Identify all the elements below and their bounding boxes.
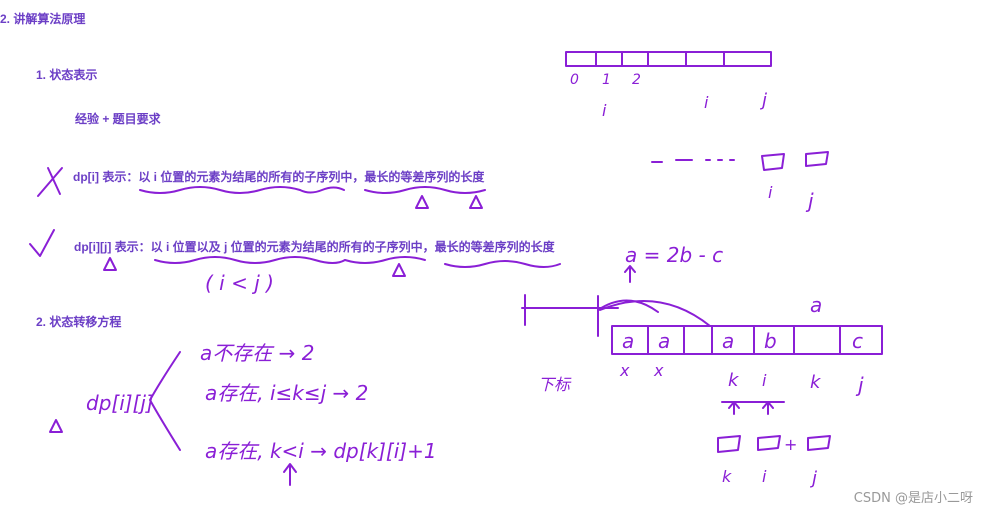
state-def-2: dp[i][j] 表示：以 i 位置以及 j 位置的元素为结尾的所有的子序列中，… — [74, 240, 555, 254]
delta-4 — [392, 263, 406, 277]
subscript-label: 下标 — [538, 375, 572, 394]
svg-text:k: k — [728, 370, 740, 391]
svg-text:x: x — [619, 361, 630, 380]
svg-text:c: c — [852, 329, 863, 353]
formula: a = 2b - c — [625, 243, 723, 267]
svg-text:a: a — [622, 329, 634, 353]
delta-1 — [415, 195, 429, 209]
arrow-up-k — [283, 463, 297, 486]
svg-text:j: j — [855, 373, 864, 397]
arc-2 — [599, 300, 711, 327]
underline-def1-c — [364, 186, 486, 194]
brace — [149, 351, 181, 451]
case-2: a存在, i≤k≤j → 2 — [205, 381, 368, 405]
top-array — [565, 51, 772, 67]
svg-text:k: k — [810, 372, 822, 393]
small-box-j — [805, 151, 829, 167]
watermark: CSDN @是店小二呀 — [853, 491, 973, 506]
underline-def1-a — [139, 186, 301, 194]
underline-def2-c — [444, 260, 561, 268]
svg-text:0: 0 — [570, 72, 579, 88]
svg-text:i: i — [768, 183, 773, 202]
small-box-j2 — [807, 435, 831, 451]
small-box-k — [717, 435, 741, 453]
state-hint: 经验 + 题目要求 — [75, 112, 161, 126]
cross-mark — [37, 167, 63, 197]
svg-text:a: a — [658, 329, 670, 353]
svg-text:a: a — [722, 329, 734, 353]
case-3: a存在, k<i → dp[k][i]+1 — [205, 439, 437, 463]
svg-text:k: k — [722, 467, 732, 486]
svg-text:2: 2 — [632, 72, 641, 88]
check-mark — [29, 229, 55, 257]
svg-text:j: j — [759, 90, 767, 111]
svg-text:j: j — [809, 468, 817, 489]
ij-note: ( i < j ) — [205, 271, 274, 295]
left-bar — [521, 294, 619, 337]
svg-text:i: i — [602, 101, 607, 120]
svg-text:i: i — [762, 467, 767, 486]
arrows-k-i — [721, 401, 785, 415]
small-box-i — [761, 153, 785, 171]
svg-text:x: x — [653, 361, 664, 380]
svg-text:+: + — [784, 435, 797, 454]
svg-text:1: 1 — [602, 72, 611, 88]
transition-title: 2. 状态转移方程 — [36, 315, 122, 329]
arrow-up-formula — [624, 265, 636, 283]
underline-def2-a — [154, 256, 346, 264]
underline-def2-b — [344, 256, 426, 264]
svg-text:i: i — [704, 93, 709, 112]
dp-ij-label: dp[i][j] — [86, 391, 154, 415]
state-def-1: dp[i] 表示：以 i 位置的元素为结尾的所有的子序列中，最长的等差序列的长度 — [73, 170, 485, 184]
small-box-i2 — [757, 435, 781, 451]
svg-text:a: a — [810, 293, 822, 317]
delta-5 — [49, 419, 63, 433]
heading: 2. 讲解算法原理 — [0, 12, 86, 26]
svg-text:b: b — [764, 329, 777, 353]
underline-def1-b — [299, 186, 345, 194]
svg-text:j: j — [805, 189, 814, 213]
delta-2 — [469, 195, 483, 209]
svg-text:i: i — [762, 371, 767, 390]
dashes — [651, 159, 735, 163]
case-1: a不存在 → 2 — [200, 341, 314, 365]
arc-1 — [597, 299, 659, 313]
state-title: 1. 状态表示 — [36, 68, 98, 82]
delta-3 — [103, 257, 117, 271]
main-array — [611, 325, 883, 355]
